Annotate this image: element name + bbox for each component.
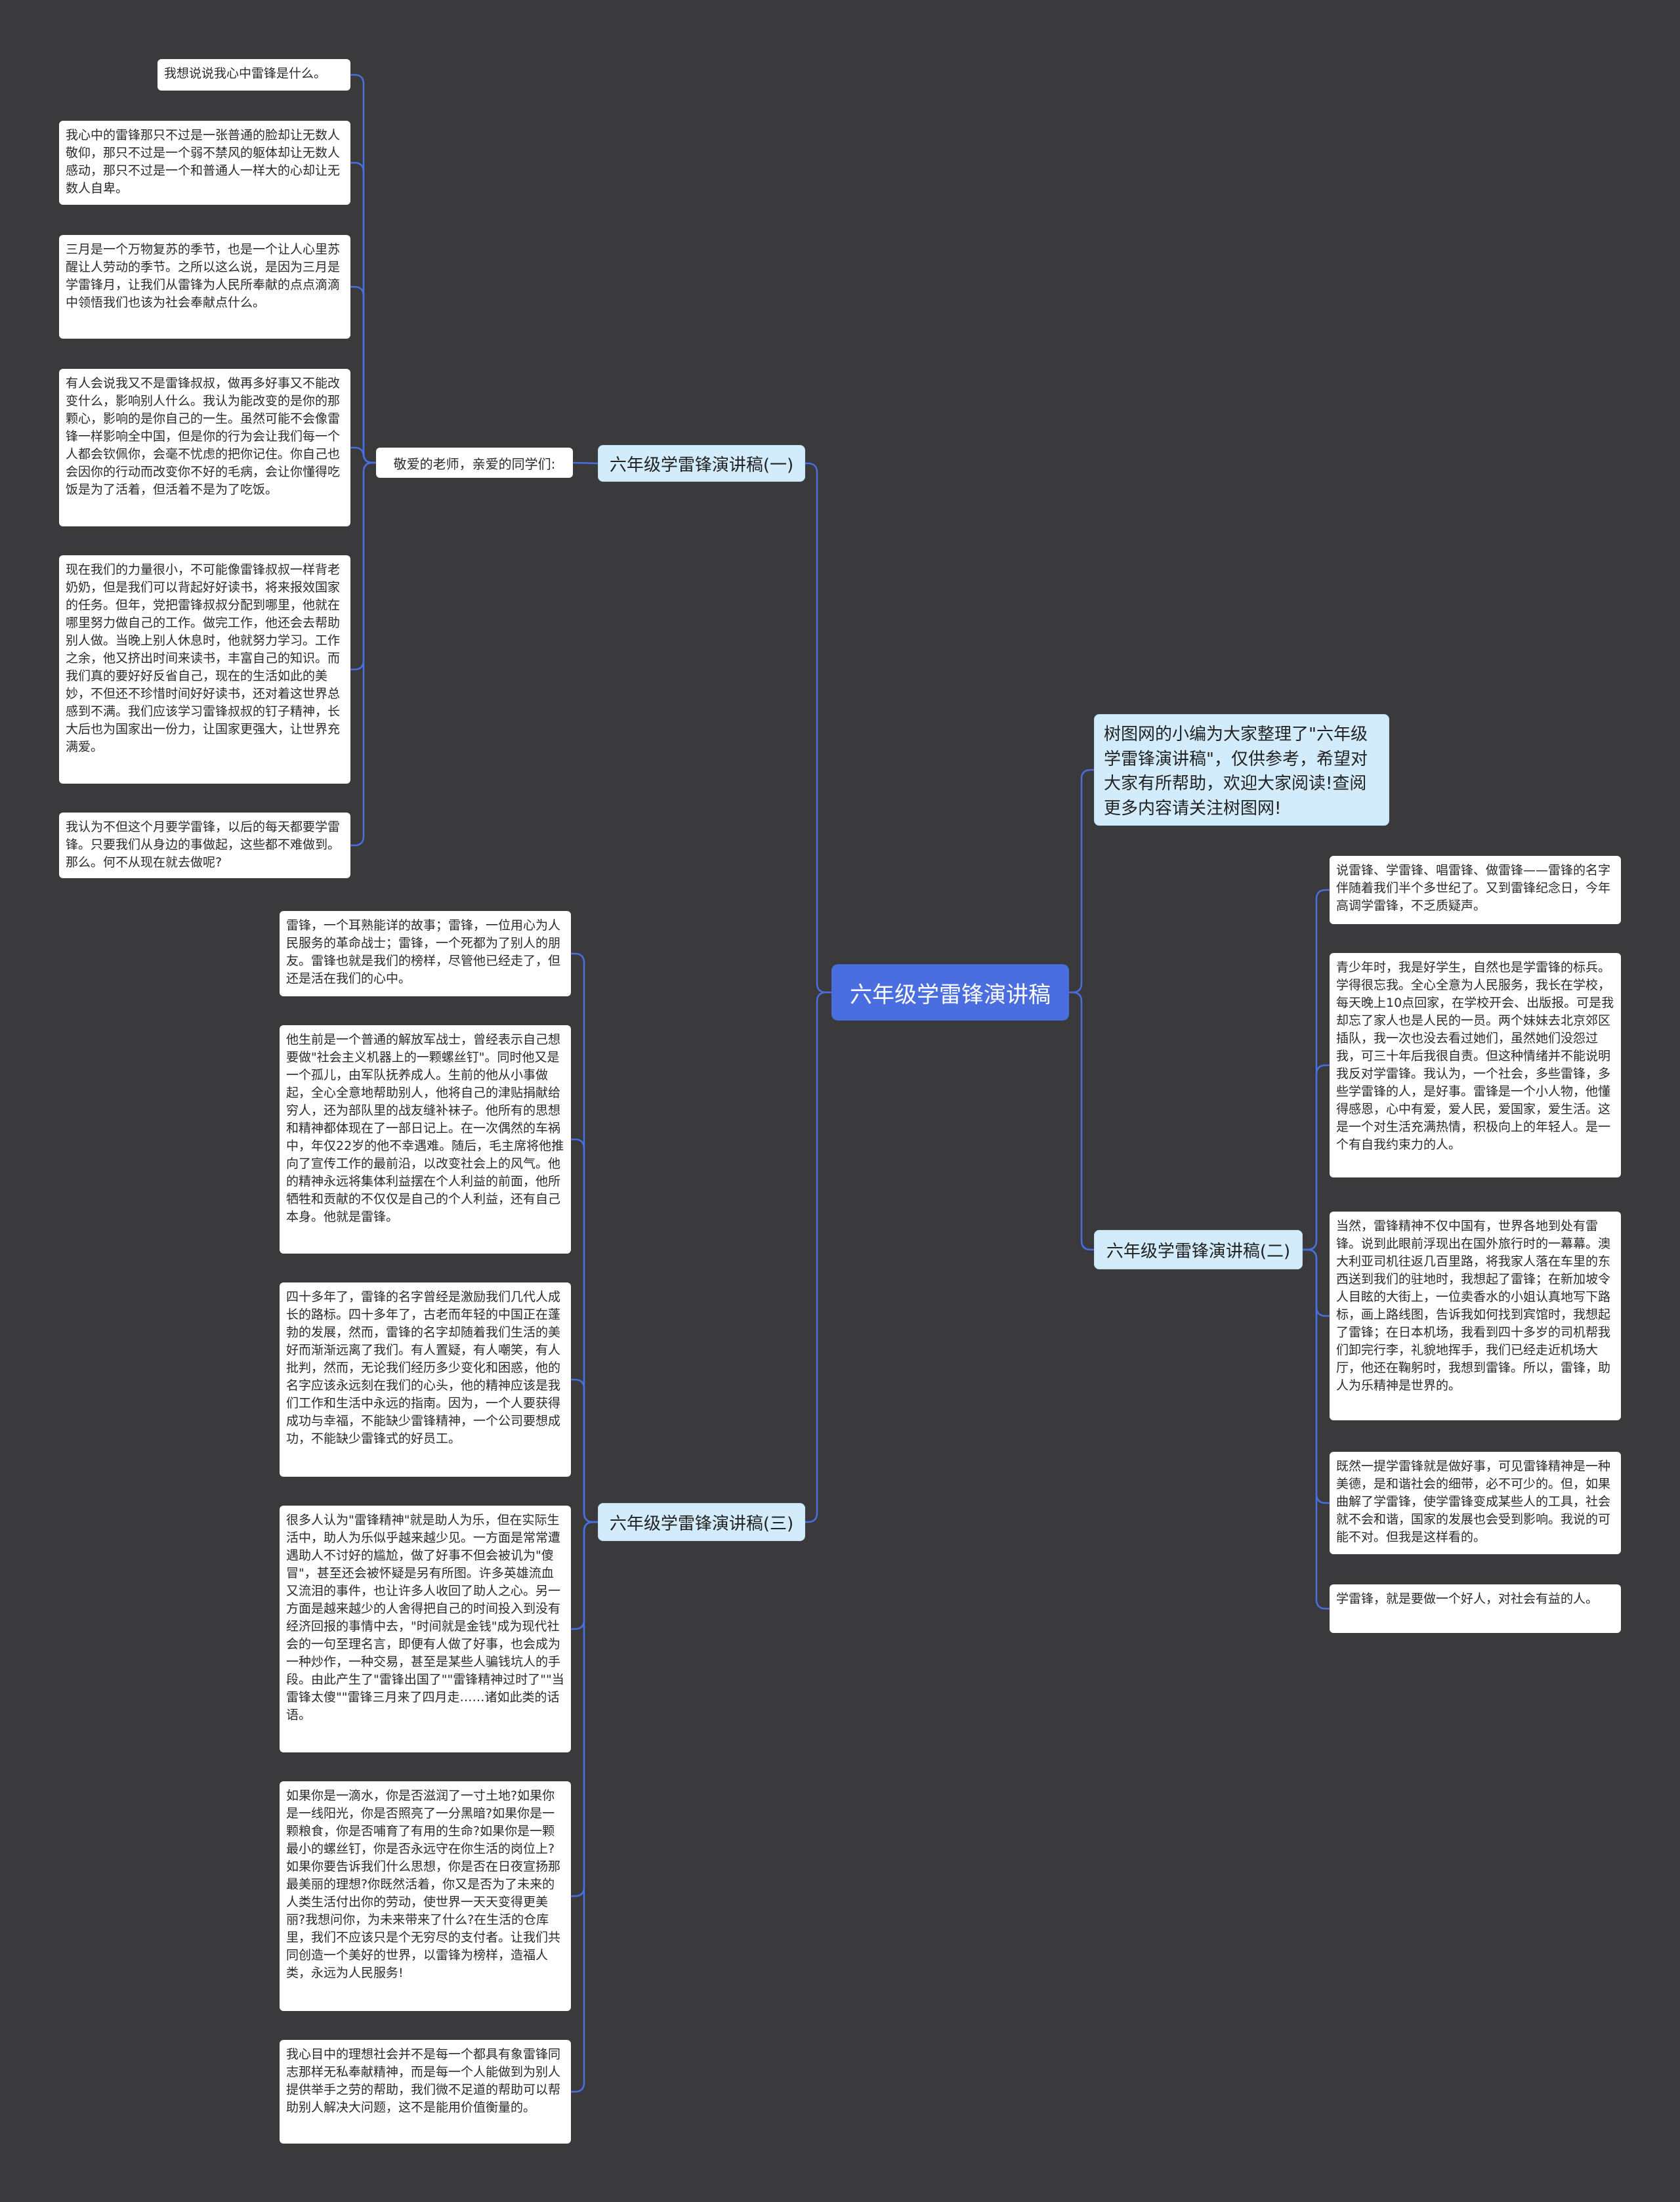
leaf-text: 我认为不但这个月要学雷锋，以后的每天都要学雷锋。只要我们从身边的事做起，这些都不… (66, 820, 341, 870)
leaf-text: 我想说说我心中雷锋是什么。 (164, 66, 327, 81)
branch-three[interactable]: 六年级学雷锋演讲稿(三) (598, 1503, 805, 1541)
branch-two[interactable]: 六年级学雷锋演讲稿(二) (1094, 1230, 1303, 1269)
branch-one-item-2[interactable]: 我心中的雷锋那只不过是一张普通的脸却让无数人敬仰，那只不过是一个弱不禁风的躯体却… (59, 121, 350, 205)
root-topic[interactable]: 六年级学雷锋演讲稿 (831, 964, 1069, 1021)
leaf-text: 现在我们的力量很小，不可能像雷锋叔叔一样背老奶奶，但是我们可以背起好好读书，将来… (66, 562, 341, 754)
intro-node[interactable]: 树图网的小编为大家整理了"六年级学雷锋演讲稿"，仅供参考，希望对大家有所帮助，欢… (1094, 714, 1389, 826)
connector (805, 462, 831, 994)
branch-two-item-1[interactable]: 说雷锋、学雷锋、唱雷锋、做雷锋——雷锋的名字伴随着我们半个多世纪了。又到雷锋纪念… (1330, 856, 1621, 924)
leaf-text: 如果你是一滴水，你是否滋润了一寸土地?如果你是一线阳光，你是否照亮了一分黑暗?如… (286, 1789, 561, 1980)
branch-three-title: 六年级学雷锋演讲稿(三) (609, 1514, 794, 1534)
connector (1069, 769, 1094, 994)
leaf-text: 他生前是一个普通的解放军战士，曾经表示自己想要做"社会主义机器上的一颗螺丝钉"。… (286, 1032, 564, 1224)
leaf-text: 说雷锋、学雷锋、唱雷锋、做雷锋——雷锋的名字伴随着我们半个多世纪了。又到雷锋纪念… (1336, 863, 1611, 913)
leaf-text: 当然，雷锋精神不仅中国有，世界各地到处有雷锋。说到此眼前浮现出在国外旅行时的一幕… (1336, 1219, 1611, 1393)
connector (571, 1378, 598, 1523)
connector (350, 286, 376, 464)
branch-three-item-6[interactable]: 我心目中的理想社会并不是每一个都具有象雷锋同志那样无私奉献精神，而是每一个人能做… (280, 2040, 571, 2144)
leaf-text: 既然一提学雷锋就是做好事，可见雷锋精神是一种美德，是和谐社会的细带，必不可少的。… (1336, 1459, 1611, 1544)
root-title: 六年级学雷锋演讲稿 (850, 981, 1051, 1008)
connector (1303, 1064, 1330, 1251)
leaf-text: 我心中的雷锋那只不过是一张普通的脸却让无数人敬仰，那只不过是一个弱不禁风的躯体却… (66, 128, 341, 196)
branch-three-item-4[interactable]: 很多人认为"雷锋精神"就是助人为乐，但在实际生活中，助人为乐似乎越来越少见。一方… (280, 1506, 571, 1752)
leaf-text: 很多人认为"雷锋精神"就是助人为乐，但在实际生活中，助人为乐似乎越来越少见。一方… (286, 1513, 564, 1722)
connector (350, 446, 376, 464)
branch-two-title: 六年级学雷锋演讲稿(二) (1106, 1241, 1291, 1261)
branch-one-item-5[interactable]: 现在我们的力量很小，不可能像雷锋叔叔一样背老奶奶，但是我们可以背起好好读书，将来… (59, 555, 350, 784)
branch-one-title: 六年级学雷锋演讲稿(一) (609, 455, 794, 475)
branch-one[interactable]: 六年级学雷锋演讲稿(一) (598, 445, 805, 482)
leaf-text: 青少年时，我是好学生，自然也是学雷锋的标兵。学得很忘我。全心全意为人民服务，我长… (1336, 960, 1614, 1152)
branch-three-item-2[interactable]: 他生前是一个普通的解放军战士，曾经表示自己想要做"社会主义机器上的一颗螺丝钉"。… (280, 1025, 571, 1254)
branch-two-item-3[interactable]: 当然，雷锋精神不仅中国有，世界各地到处有雷锋。说到此眼前浮现出在国外旅行时的一幕… (1330, 1212, 1621, 1420)
branch-two-item-4[interactable]: 既然一提学雷锋就是做好事，可见雷锋精神是一种美德，是和谐社会的细带，必不可少的。… (1330, 1452, 1621, 1554)
branch-one-greeting-text: 敬爱的老师，亲爱的同学们: (393, 455, 556, 472)
branch-two-item-2[interactable]: 青少年时，我是好学生，自然也是学雷锋的标兵。学得很忘我。全心全意为人民服务，我长… (1330, 953, 1621, 1177)
leaf-text: 学雷锋，就是要做一个好人，对社会有益的人。 (1336, 1592, 1599, 1606)
connector (805, 991, 831, 1523)
connector (1069, 991, 1094, 1251)
leaf-text: 三月是一个万物复苏的季节，也是一个让人心里苏醒让人劳动的季节。之所以这么说，是因… (66, 242, 341, 310)
leaf-text: 有人会说我又不是雷锋叔叔，做再多好事又不能改变什么，影响别人什么。我认为能改变的… (66, 376, 341, 497)
branch-three-item-5[interactable]: 如果你是一滴水，你是否滋润了一寸土地?如果你是一线阳光，你是否照亮了一分黑暗?如… (280, 1781, 571, 2011)
branch-three-item-1[interactable]: 雷锋，一个耳熟能详的故事；雷锋，一位用心为人民服务的革命战士；雷锋，一个死都为了… (280, 911, 571, 996)
leaf-text: 四十多年了，雷锋的名字曾经是激励我们几代人成长的路标。四十多年了，古老而年轻的中… (286, 1290, 561, 1446)
branch-one-item-1[interactable]: 我想说说我心中雷锋是什么。 (158, 59, 350, 91)
connector (571, 1521, 598, 2093)
leaf-text: 雷锋，一个耳熟能详的故事；雷锋，一位用心为人民服务的革命战士；雷锋，一个死都为了… (286, 918, 561, 986)
intro-text: 树图网的小编为大家整理了"六年级学雷锋演讲稿"，仅供参考，希望对大家有所帮助，欢… (1104, 725, 1368, 819)
connector (350, 461, 376, 847)
branch-one-greeting[interactable]: 敬爱的老师，亲爱的同学们: (376, 448, 573, 478)
branch-one-item-6[interactable]: 我认为不但这个月要学雷锋，以后的每天都要学雷锋。只要我们从身边的事做起，这些都不… (59, 813, 350, 878)
leaf-text: 我心目中的理想社会并不是每一个都具有象雷锋同志那样无私奉献精神，而是每一个人能做… (286, 2047, 561, 2115)
branch-one-item-3[interactable]: 三月是一个万物复苏的季节，也是一个让人心里苏醒让人劳动的季节。之所以这么说，是因… (59, 235, 350, 339)
branch-three-item-3[interactable]: 四十多年了，雷锋的名字曾经是激励我们几代人成长的路标。四十多年了，古老而年轻的中… (280, 1282, 571, 1477)
connector (1303, 1248, 1330, 1610)
branch-one-item-4[interactable]: 有人会说我又不是雷锋叔叔，做再多好事又不能改变什么，影响别人什么。我认为能改变的… (59, 369, 350, 526)
branch-two-item-5[interactable]: 学雷锋，就是要做一个好人，对社会有益的人。 (1330, 1584, 1621, 1633)
